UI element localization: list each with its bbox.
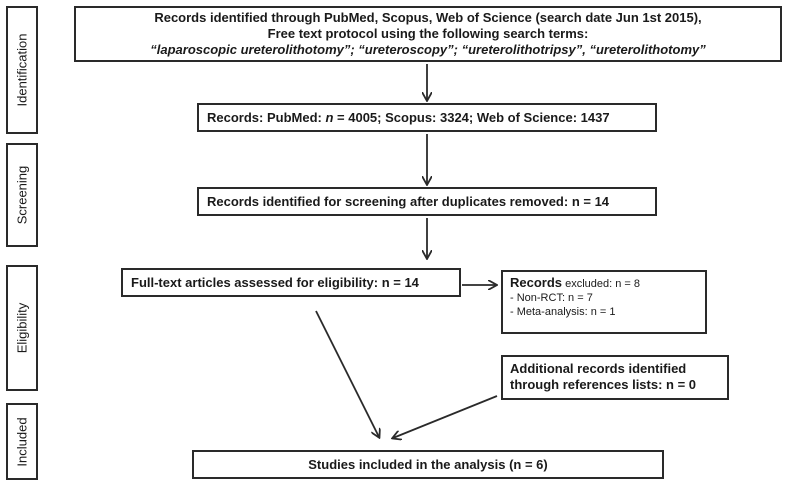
included-box: Studies included in the analysis (n = 6) — [192, 450, 664, 479]
identification-search-terms: “laparoscopic ureterolithotomy”; “ureter… — [150, 42, 706, 57]
stage-eligibility: Eligibility — [6, 265, 38, 391]
excluded-item-non-rct: - Non-RCT: n = 7 — [510, 292, 593, 304]
screening-box: Records identified for screening after d… — [197, 187, 657, 216]
additional-line1: Additional records identified — [510, 361, 687, 376]
screening-text: Records identified for screening after d… — [207, 194, 610, 209]
arrow-additional-to-included — [393, 395, 498, 438]
records-suffix: = 4005; Scopus: 3324; Web of Science: 14… — [333, 110, 610, 125]
excluded-item-meta-analysis: - Meta-analysis: n = 1 — [510, 306, 616, 318]
identification-box: Records identified through PubMed, Scopu… — [74, 6, 782, 62]
additional-box: Additional records identified through re… — [501, 355, 729, 400]
additional-line2: through references lists: n = 0 — [510, 377, 697, 392]
included-text: Studies included in the analysis (n = 6) — [308, 456, 548, 472]
excluded-title: Records excluded: n = 8 — [510, 276, 705, 291]
identification-line2: Free text protocol using the following s… — [267, 26, 589, 41]
stage-screening: Screening — [6, 143, 38, 247]
records-box: Records: PubMed: n = 4005; Scopus: 3324;… — [197, 103, 657, 132]
stage-included: Included — [6, 403, 38, 480]
fulltext-box: Full-text articles assessed for eligibil… — [121, 268, 461, 297]
excluded-title-rest: excluded: n = 8 — [562, 278, 641, 290]
arrow-fulltext-to-included — [315, 310, 379, 437]
excluded-box: Records excluded: n = 8 - Non-RCT: n = 7… — [501, 270, 707, 334]
fulltext-text: Full-text articles assessed for eligibil… — [131, 275, 419, 290]
identification-line1: Records identified through PubMed, Scopu… — [154, 10, 702, 25]
records-n: n — [325, 110, 334, 125]
records-prefix: Records: PubMed: — [207, 110, 326, 125]
excluded-title-word: Records — [510, 275, 563, 290]
stage-identification: Identification — [6, 6, 38, 134]
